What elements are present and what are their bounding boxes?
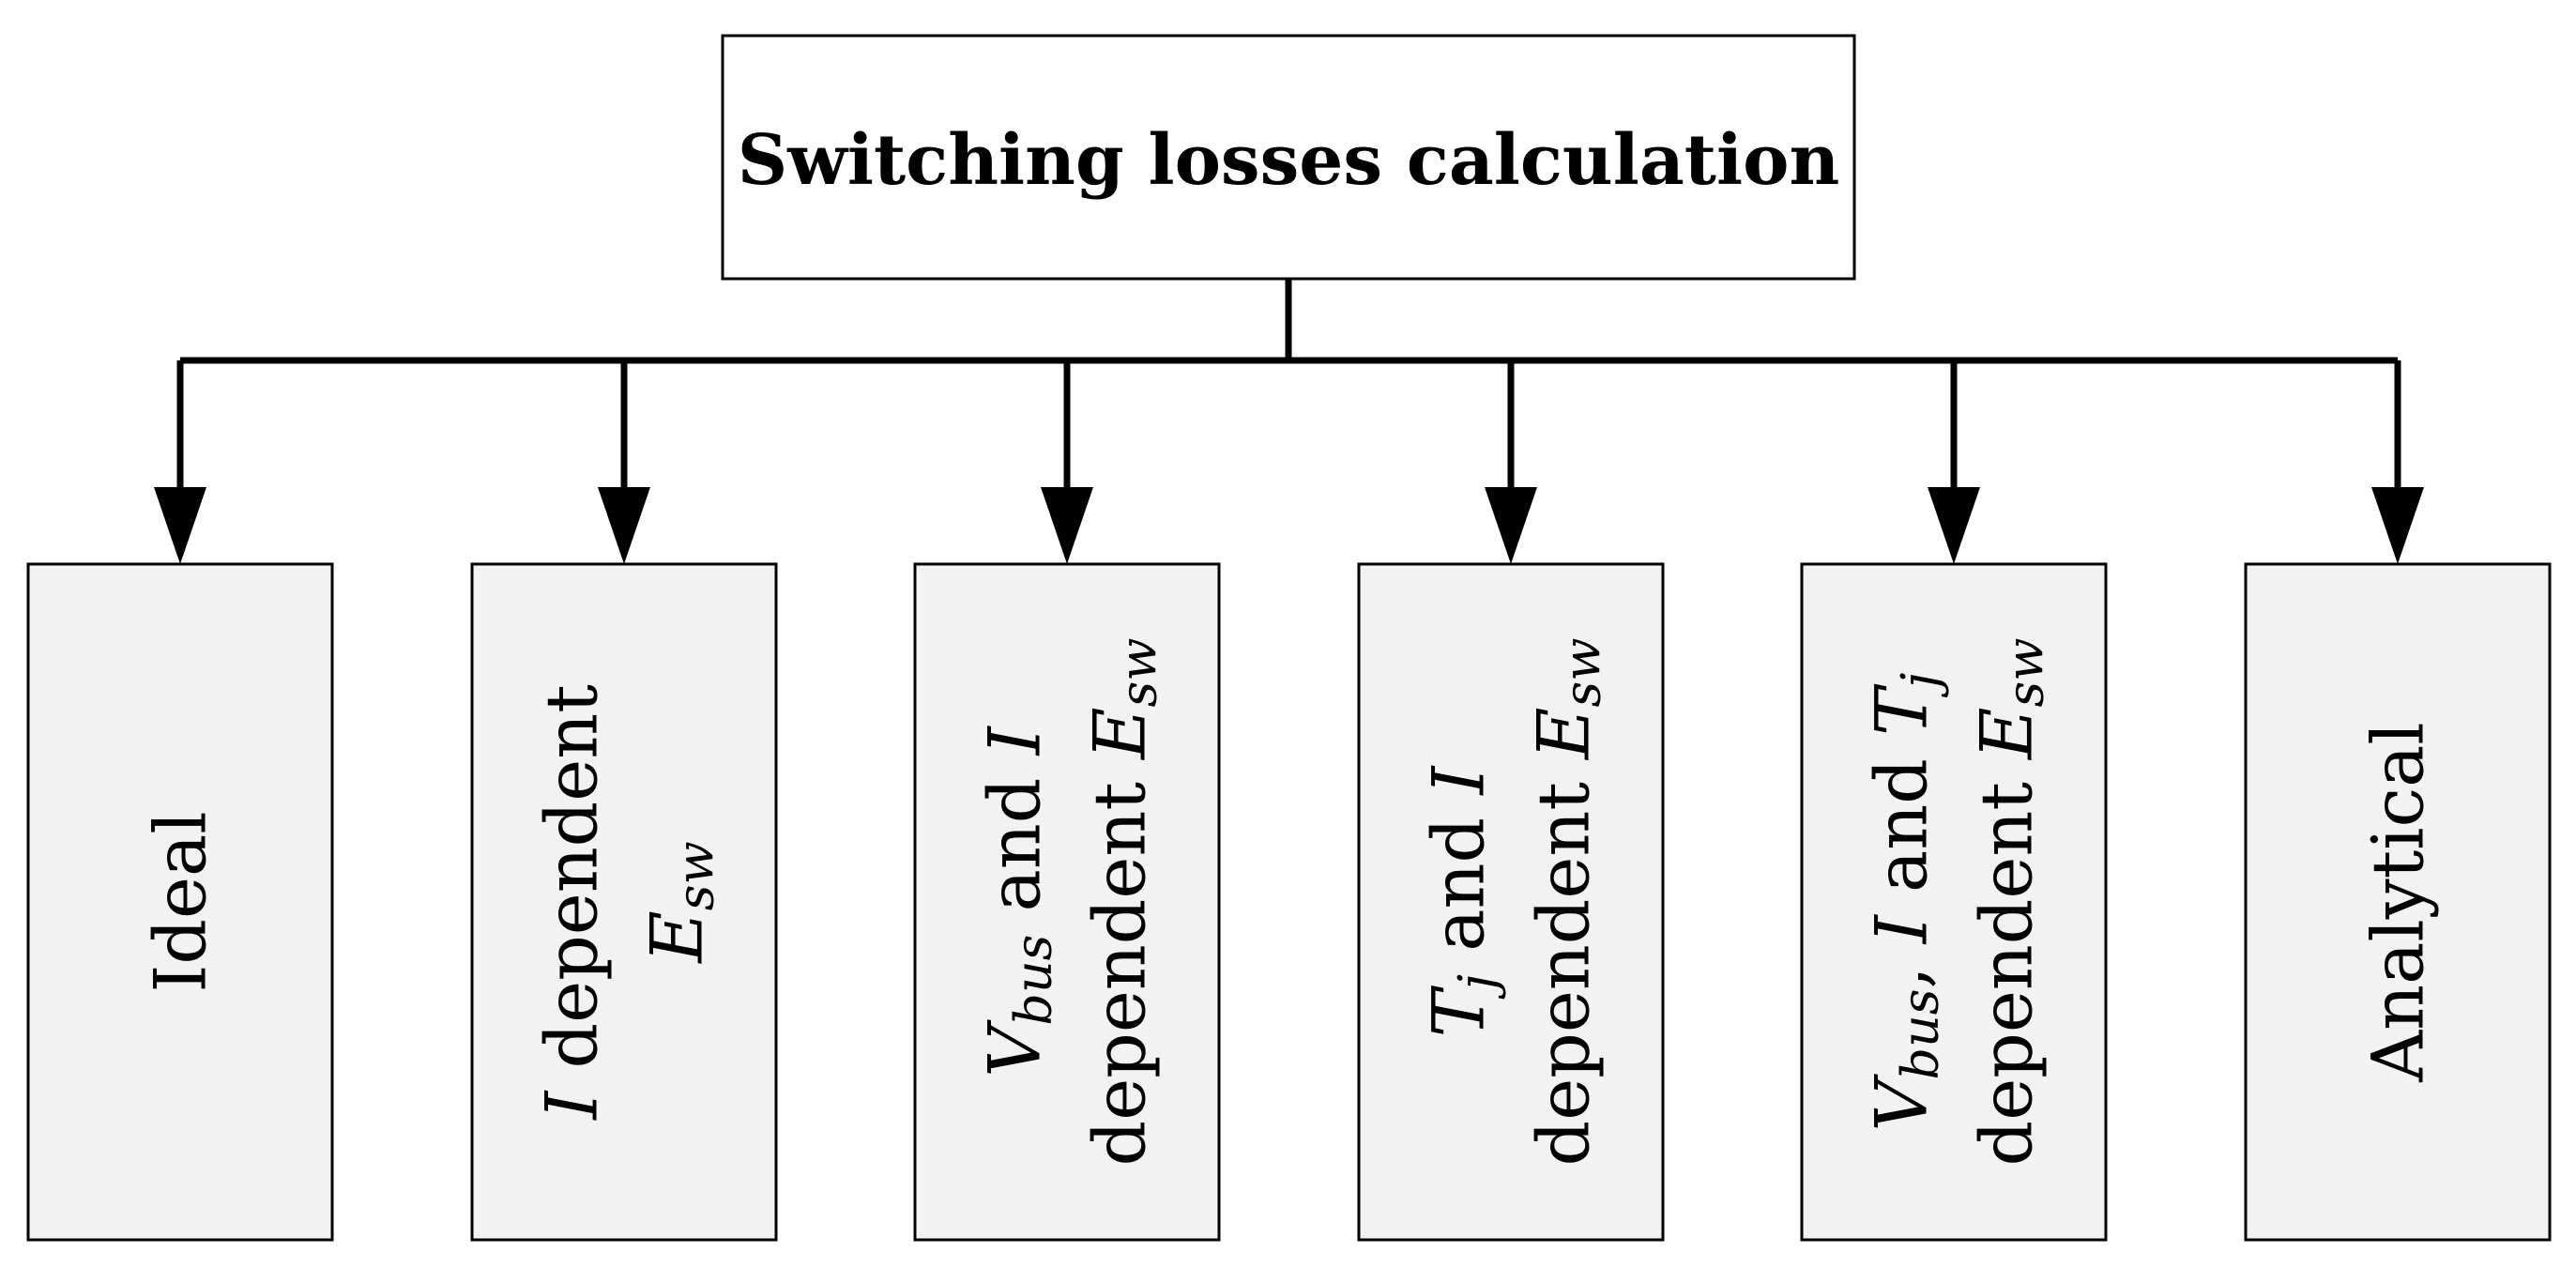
method-box [470,562,778,1242]
connector-tree [154,279,2424,564]
method-label-line: Vbus, I and Tj [1860,673,1950,1132]
method-label: Vbus and Idependent Esw [973,638,1168,1167]
root-node: Switching losses calculation [721,34,1856,281]
method-label-line: I dependent [530,684,614,1122]
method-label-line: Ideal [139,811,222,992]
arrow-icon [598,487,650,564]
method-node-analytical: Analytical [2244,562,2552,1242]
method-box [1800,562,2108,1242]
method-label-line: Esw [635,841,725,964]
method-label-line: dependent Esw [1078,638,1168,1167]
method-label-line: dependent Esw [1965,638,2055,1167]
arrow-icon [1485,487,1537,564]
method-node-vbus-i-tj-dependent: Vbus, I and Tjdependent Esw [1800,562,2108,1242]
root-box [721,34,1856,281]
method-box [26,562,334,1242]
method-box [913,562,1221,1242]
arrow-icon [2371,487,2424,564]
method-label-line: Vbus and I [973,725,1063,1077]
method-label-line: dependent Esw [1522,638,1612,1167]
arrow-icon [154,487,206,564]
method-label: Analytical [2356,722,2440,1082]
method-label-line: Analytical [2356,722,2440,1082]
arrow-icon [1041,487,1093,564]
method-label: Vbus, I and Tjdependent Esw [1860,638,2055,1167]
method-box [2244,562,2552,1242]
method-label-line: Tj and I [1417,765,1507,1038]
method-box [1357,562,1665,1242]
root-label: Switching losses calculation [738,120,1840,201]
arrow-icon [1928,487,1980,564]
method-node-ideal: Ideal [26,562,334,1242]
method-label: Ideal [139,811,222,992]
method-node-vbus-i-dependent: Vbus and Idependent Esw [913,562,1221,1242]
